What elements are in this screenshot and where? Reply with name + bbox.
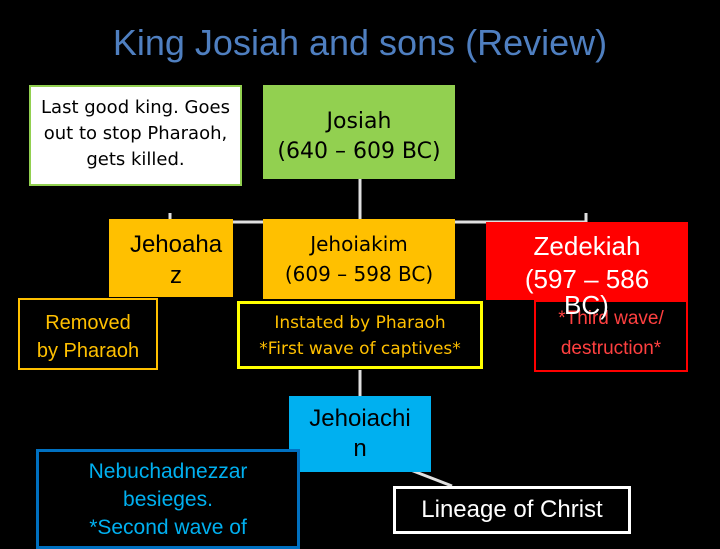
zedekiah-note-line1: *Third wave/	[558, 308, 664, 329]
josiah-dates: (640 – 609 BC)	[277, 139, 441, 164]
jehoiakim-node: Jehoiakim (609 – 598 BC)	[263, 219, 455, 299]
zedekiah-node: Zedekiah (597 – 586	[486, 222, 688, 300]
josiah-name: Josiah	[326, 109, 392, 134]
jehoiakim-note: Instated by Pharaoh *First wave of capti…	[237, 301, 483, 369]
zedekiah-note: *Third wave/ BC) destruction*	[534, 290, 688, 372]
nebuchadnezzar-note-line1: Nebuchadnezzar	[88, 460, 248, 483]
jehoahaz-note: Removed by Pharaoh	[18, 298, 158, 370]
lineage-box: Lineage of Christ	[393, 486, 631, 534]
jehoahaz-name-line2: z	[170, 262, 182, 289]
jehoiachin-name-line1: Jehoiachi	[309, 405, 411, 432]
jehoahaz-node: Jehoaha z	[109, 219, 233, 297]
jehoiakim-note-line1: Instated by Pharaoh	[274, 313, 446, 333]
jehoiachin-node: Jehoiachi n	[289, 396, 431, 472]
page-title: King Josiah and sons (Review)	[112, 22, 608, 63]
jehoiakim-dates: (609 – 598 BC)	[284, 262, 434, 286]
josiah-note-text: Last good king. Goes out to stop Pharaoh…	[41, 97, 230, 170]
jehoiachin-name-line2: n	[353, 435, 367, 462]
nebuchadnezzar-note-line3: *Second wave of	[89, 516, 247, 539]
zedekiah-note-line2: destruction*	[560, 338, 662, 359]
lineage-label: Lineage of Christ	[421, 496, 603, 523]
josiah-node: Josiah (640 – 609 BC)	[263, 85, 455, 179]
nebuchadnezzar-note-line2: besieges.	[123, 488, 213, 511]
jehoahaz-note-line2: by Pharaoh	[36, 340, 140, 362]
nebuchadnezzar-note: Nebuchadnezzar besieges. *Second wave of	[36, 449, 300, 549]
jehoahaz-name-line1: Jehoaha	[129, 231, 223, 258]
josiah-note: Last good king. Goes out to stop Pharaoh…	[29, 85, 242, 186]
jehoiakim-name: Jehoiakim	[310, 232, 408, 256]
zedekiah-dates-line2: BC)	[564, 290, 609, 320]
jehoahaz-note-line1: Removed	[45, 312, 131, 334]
zedekiah-name: Zedekiah	[533, 231, 641, 261]
jehoiakim-note-line2: *First wave of captives*	[259, 339, 461, 359]
zedekiah-dates-line1: (597 – 586	[524, 264, 650, 294]
